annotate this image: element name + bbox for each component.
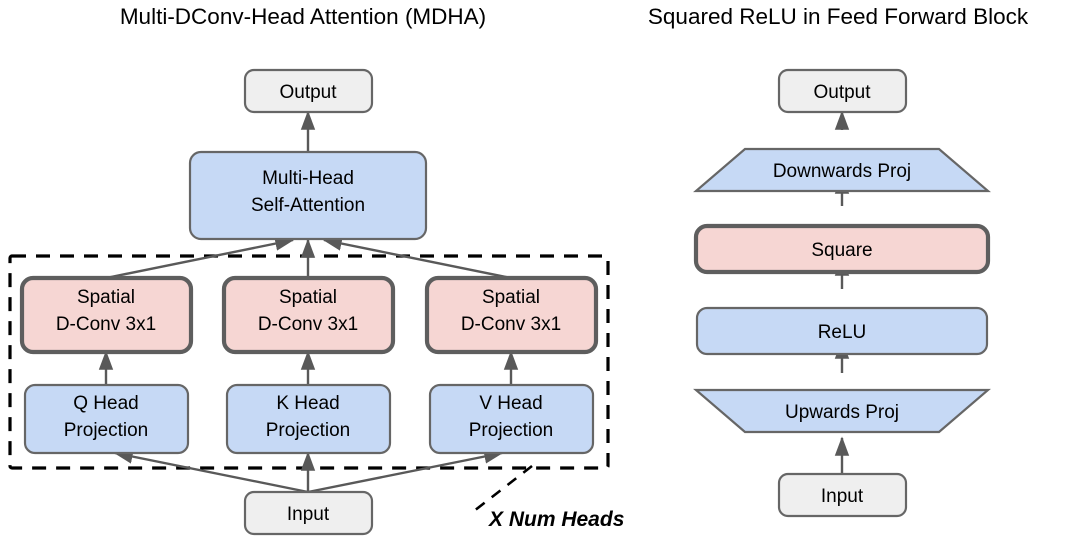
- node-v-head-projection[interactable]: [428, 383, 595, 455]
- arrow-input-to-proj-v: [307, 449, 504, 494]
- node-upwards-proj[interactable]: [693, 388, 991, 434]
- node-input-left-label: Input: [287, 504, 330, 525]
- node-proj-q-label-line2: Projection: [64, 420, 149, 441]
- node-dconv-q-label-line1: Spatial: [77, 287, 135, 308]
- node-proj-k-label-line2: Projection: [266, 420, 351, 441]
- node-output-left-label: Output: [279, 82, 337, 103]
- node-spatial-dconv-q[interactable]: [19, 275, 194, 355]
- node-dconv-k-label-line2: D-Conv 3x1: [258, 314, 358, 335]
- num-heads-leader-line: [473, 464, 533, 513]
- node-dconv-q-label-line2: D-Conv 3x1: [56, 314, 156, 335]
- node-downwards-proj[interactable]: [693, 147, 991, 193]
- arrow-dconv-v-to-attention: [322, 236, 512, 280]
- node-relu-label: ReLU: [818, 322, 867, 343]
- node-output-right[interactable]: [777, 68, 908, 114]
- node-relu[interactable]: [695, 306, 989, 356]
- node-input-right[interactable]: [777, 472, 908, 518]
- node-attention-label-line2: Self-Attention: [251, 195, 365, 216]
- num-heads-annotation: X Num Heads: [488, 508, 624, 531]
- node-proj-k-label-line1: K Head: [276, 393, 339, 414]
- node-spatial-dconv-k[interactable]: [221, 275, 396, 355]
- node-upwards-proj-label: Upwards Proj: [785, 402, 899, 423]
- node-spatial-dconv-v[interactable]: [424, 275, 599, 355]
- node-dconv-v-label-line2: D-Conv 3x1: [461, 314, 561, 335]
- node-q-head-projection[interactable]: [23, 383, 190, 455]
- node-multi-head-self-attention[interactable]: [188, 150, 428, 241]
- node-proj-v-label-line2: Projection: [469, 420, 554, 441]
- node-attention-label-line1: Multi-Head: [262, 168, 354, 189]
- node-output-right-label: Output: [813, 82, 871, 103]
- panel-title-squared-relu: Squared ReLU in Feed Forward Block: [648, 4, 1029, 29]
- node-downwards-proj-label: Downwards Proj: [773, 161, 911, 182]
- node-input-right-label: Input: [821, 486, 864, 507]
- node-k-head-projection[interactable]: [225, 383, 392, 455]
- node-proj-v-label-line1: V Head: [479, 393, 542, 414]
- node-square[interactable]: [693, 223, 991, 275]
- node-input-left[interactable]: [243, 490, 374, 536]
- node-square-label: Square: [811, 240, 872, 261]
- node-proj-q-label-line1: Q Head: [73, 393, 138, 414]
- arrow-input-to-proj-q: [113, 449, 309, 494]
- arrow-dconv-q-to-attention: [105, 236, 295, 280]
- panel-title-mdha: Multi-DConv-Head Attention (MDHA): [120, 4, 486, 29]
- node-output-left[interactable]: [243, 68, 374, 114]
- node-dconv-k-label-line1: Spatial: [279, 287, 337, 308]
- node-dconv-v-label-line1: Spatial: [482, 287, 540, 308]
